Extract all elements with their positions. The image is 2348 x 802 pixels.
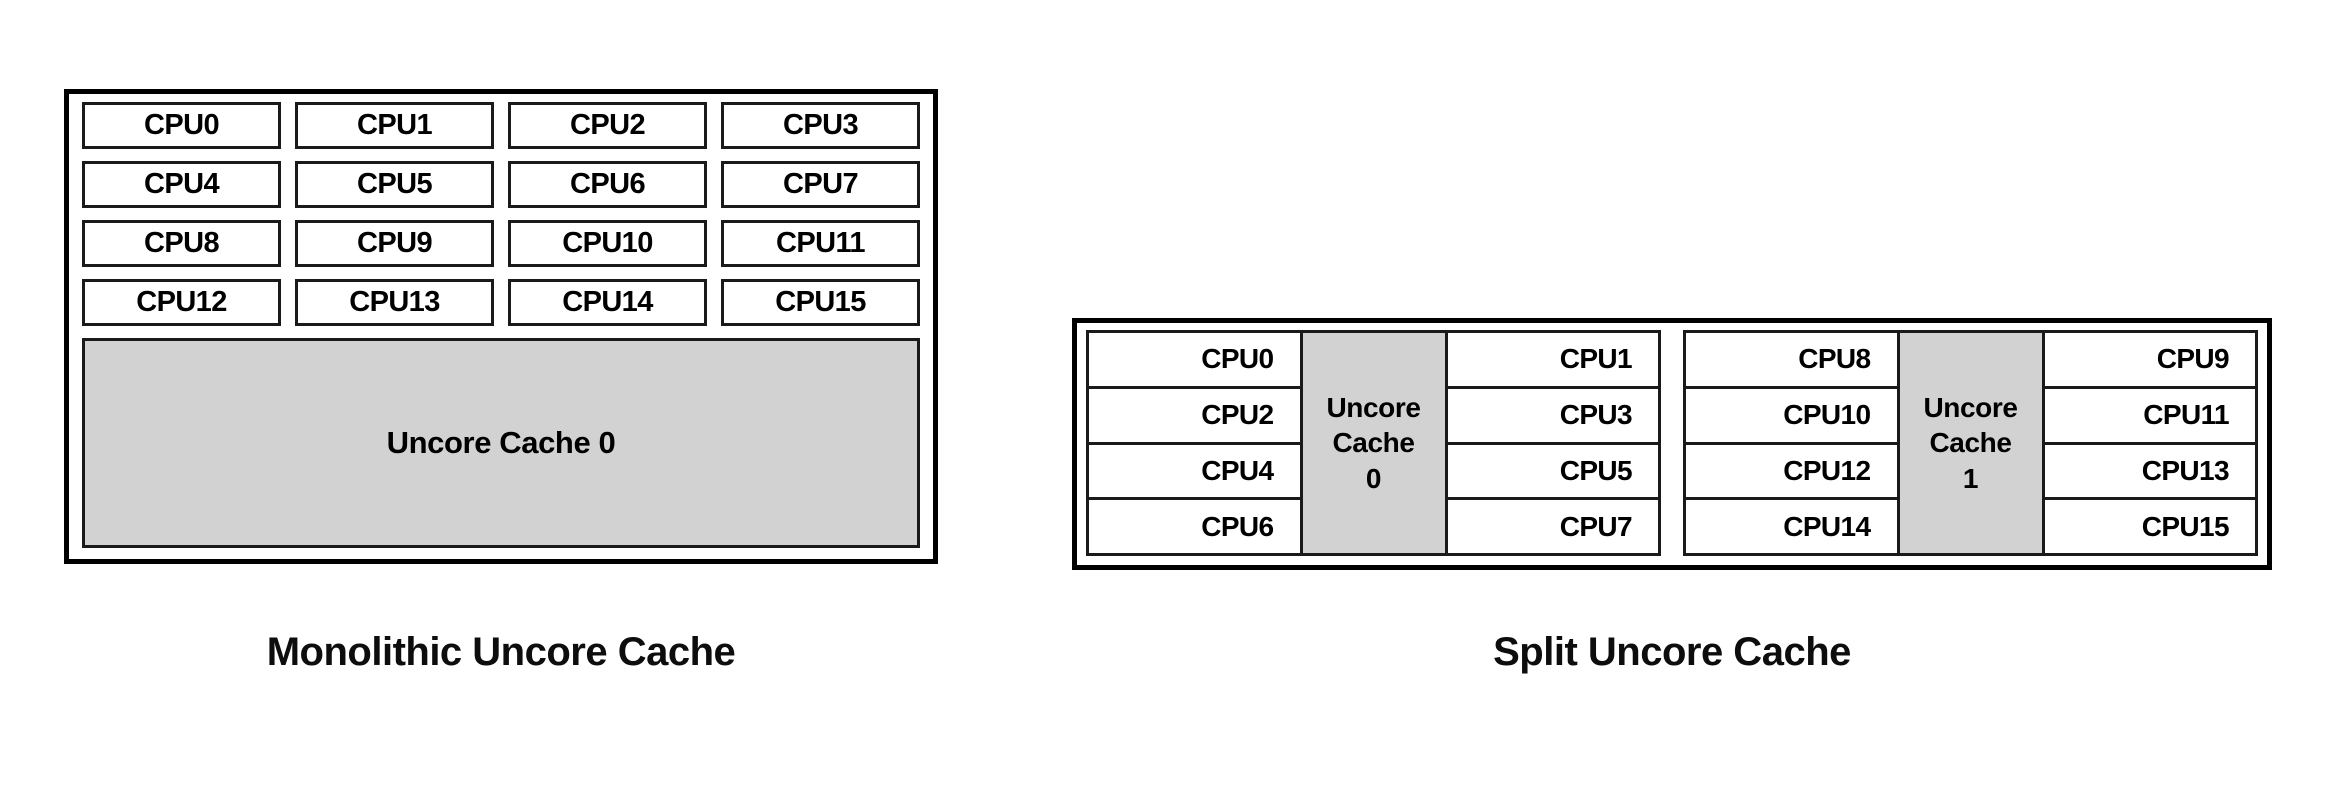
uncore-cache-label-line: Uncore: [1923, 392, 2018, 424]
cpu-box[interactable]: CPU3: [721, 102, 920, 149]
uncore-cache-label-line: 0: [1365, 462, 1382, 494]
cpu-box[interactable]: CPU7: [721, 161, 920, 208]
uncore-cache-box[interactable]: Uncore Cache 0: [1299, 330, 1448, 556]
cpu-column-left: CPU8 CPU10 CPU12 CPU14: [1683, 330, 1897, 556]
monolithic-figure: CPU0 CPU1 CPU2 CPU3 CPU4 CPU5 CPU6 CPU7 …: [64, 89, 938, 564]
cpu-row: CPU4 CPU5 CPU6 CPU7: [82, 161, 920, 208]
cpu-box[interactable]: CPU10: [508, 220, 707, 267]
monolithic-figure-caption: Monolithic Uncore Cache: [266, 630, 736, 674]
split-cache-group: CPU0 CPU2 CPU4 CPU6 Uncore Cache 0 CPU1 …: [1086, 330, 1661, 556]
cpu-box[interactable]: CPU1: [295, 102, 494, 149]
split-package-contents: CPU0 CPU2 CPU4 CPU6 Uncore Cache 0 CPU1 …: [1086, 330, 2258, 556]
cpu-box[interactable]: CPU9: [295, 220, 494, 267]
cpu-box[interactable]: CPU11: [721, 220, 920, 267]
cpu-box[interactable]: CPU4: [1089, 445, 1300, 501]
cpu-box[interactable]: CPU6: [1201, 510, 1274, 542]
cpu-box[interactable]: CPU14: [508, 279, 707, 326]
uncore-cache-label-line: Uncore: [1326, 392, 1421, 424]
cpu-column-right: CPU9 CPU11 CPU13 CPU15: [2044, 330, 2258, 556]
uncore-cache-box[interactable]: Uncore Cache 1: [1896, 330, 2045, 556]
cpu-box[interactable]: CPU1: [1447, 333, 1658, 389]
cpu-box[interactable]: CPU12: [82, 279, 281, 326]
cpu-row: CPU8 CPU9 CPU10 CPU11: [82, 220, 920, 267]
cpu-box[interactable]: CPU10: [1686, 389, 1897, 445]
split-figure: CPU0 CPU2 CPU4 CPU6 Uncore Cache 0 CPU1 …: [1072, 318, 2272, 570]
cpu-box[interactable]: CPU14: [1783, 510, 1871, 542]
cpu-row: CPU0 CPU1 CPU2 CPU3: [82, 102, 920, 149]
cpu-box[interactable]: CPU13: [295, 279, 494, 326]
cpu-box[interactable]: CPU8: [82, 220, 281, 267]
cpu-box[interactable]: CPU9: [2044, 333, 2255, 389]
cpu-box[interactable]: CPU6: [508, 161, 707, 208]
split-figure-caption: Split Uncore Cache: [1493, 630, 1851, 674]
cpu-box[interactable]: CPU11: [2044, 389, 2255, 445]
uncore-cache-label-line: Cache: [1929, 427, 2012, 459]
cpu-box[interactable]: CPU2: [508, 102, 707, 149]
uncore-cache-box[interactable]: Uncore Cache 0: [82, 338, 920, 548]
cpu-box[interactable]: CPU8: [1686, 333, 1897, 389]
split-cache-group: CPU8 CPU10 CPU12 CPU14 Uncore Cache 1 CP…: [1683, 330, 2258, 556]
cpu-column-left: CPU0 CPU2 CPU4 CPU6: [1086, 330, 1300, 556]
monolithic-package-contents: CPU0 CPU1 CPU2 CPU3 CPU4 CPU5 CPU6 CPU7 …: [82, 102, 920, 548]
cpu-box[interactable]: CPU5: [295, 161, 494, 208]
cpu-box[interactable]: CPU2: [1089, 389, 1300, 445]
uncore-cache-label-line: Cache: [1332, 427, 1415, 459]
cpu-column-right: CPU1 CPU3 CPU5 CPU7: [1447, 330, 1661, 556]
cpu-box[interactable]: CPU15: [721, 279, 920, 326]
uncore-cache-label-line: 1: [1962, 462, 1979, 494]
cpu-box[interactable]: CPU0: [1089, 333, 1300, 389]
cpu-box[interactable]: CPU4: [82, 161, 281, 208]
cpu-row: CPU12 CPU13 CPU14 CPU15: [82, 279, 920, 326]
cpu-box[interactable]: CPU15: [2141, 510, 2230, 542]
cpu-box[interactable]: CPU3: [1447, 389, 1658, 445]
cpu-box[interactable]: CPU5: [1447, 445, 1658, 501]
cpu-box[interactable]: CPU7: [1559, 510, 1633, 542]
cpu-box[interactable]: CPU13: [2044, 445, 2255, 501]
cpu-box[interactable]: CPU12: [1686, 445, 1897, 501]
cpu-box[interactable]: CPU0: [82, 102, 281, 149]
